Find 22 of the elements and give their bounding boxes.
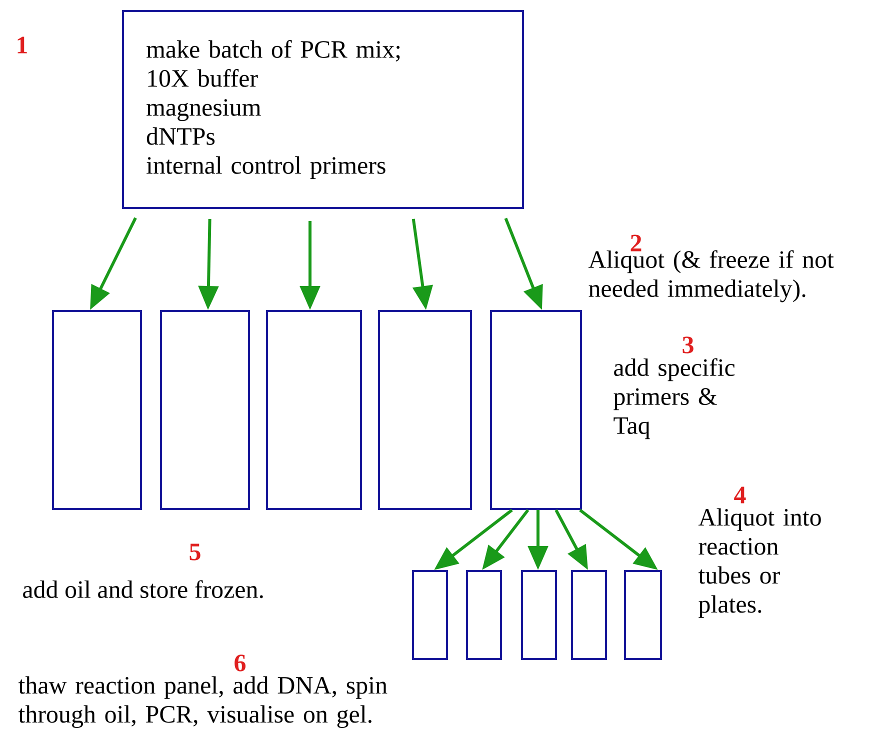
tube-box <box>624 570 662 660</box>
step-number: 1 <box>18 36 27 54</box>
step-note: add oil and store frozen. <box>23 580 263 598</box>
sample-box <box>266 310 362 510</box>
step-note: thaw reaction panel, add DNA, spin through oil, PCR, visualise on gel. <box>18 676 388 728</box>
sample-box <box>52 310 142 510</box>
sample-box <box>160 310 250 510</box>
step-number: 2 <box>630 234 642 252</box>
step-note: add specific primers & Taq <box>614 358 735 440</box>
tube-box <box>466 570 502 660</box>
sample-box <box>378 310 472 510</box>
step-note: Aliquot into reaction tubes or plates. <box>698 508 821 618</box>
step-note: Aliquot (& freeze if not needed immediately). <box>588 250 834 302</box>
step-number: 4 <box>734 486 746 504</box>
step-number: 5 <box>190 544 200 560</box>
tube-box <box>412 570 448 660</box>
step-number: 6 <box>234 654 246 672</box>
step-number: 3 <box>682 336 694 354</box>
sample-box <box>490 310 582 510</box>
tube-box <box>521 570 557 660</box>
tube-box <box>571 570 607 660</box>
text-box: make batch of PCR mix; 10X buffer magnesium dNTPs internal control primers <box>122 10 524 209</box>
